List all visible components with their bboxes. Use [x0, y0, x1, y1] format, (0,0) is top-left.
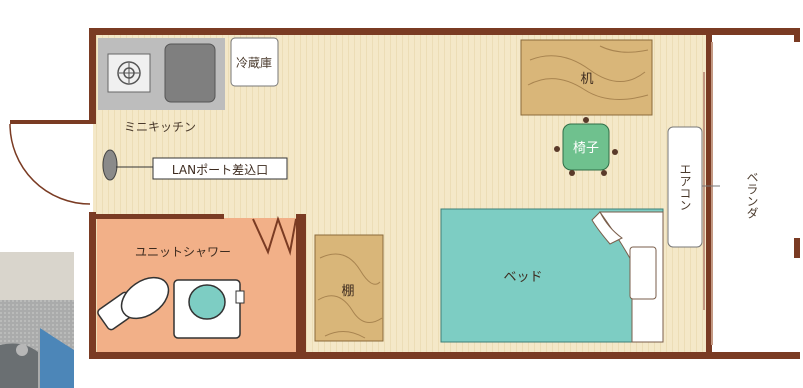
air-conditioner — [667, 126, 720, 248]
walls — [89, 28, 800, 359]
bed-label: ベッド — [503, 270, 542, 285]
shelf-label: 棚 — [341, 284, 354, 299]
shower-folding-door — [252, 215, 297, 256]
toilet-icon — [97, 276, 170, 331]
refrigerator-label: 冷蔵庫 — [236, 56, 272, 70]
veranda-label: ベランダ — [745, 171, 759, 219]
veranda-area — [712, 32, 800, 354]
lan-port-icon — [102, 149, 154, 181]
lan-port-callout — [152, 157, 288, 180]
chair — [554, 117, 618, 176]
sink-icon — [173, 279, 245, 339]
unit-shower-label: ユニットシャワー — [135, 245, 231, 259]
desk — [520, 39, 653, 116]
mini-kitchen — [98, 38, 225, 110]
entrance-door — [9, 120, 91, 205]
desk-label: 机 — [580, 72, 593, 87]
mini-kitchen-label: ミニキッチン — [124, 120, 196, 134]
refrigerator — [230, 37, 279, 87]
air-conditioner-label: エアコン — [678, 163, 692, 211]
veranda-frames — [703, 42, 713, 345]
chair-label: 椅子 — [573, 141, 599, 156]
photo-fragment — [0, 252, 74, 388]
lan-port-label: LANポート差込口 — [172, 163, 268, 177]
shelf — [314, 234, 384, 342]
bed — [440, 208, 664, 343]
